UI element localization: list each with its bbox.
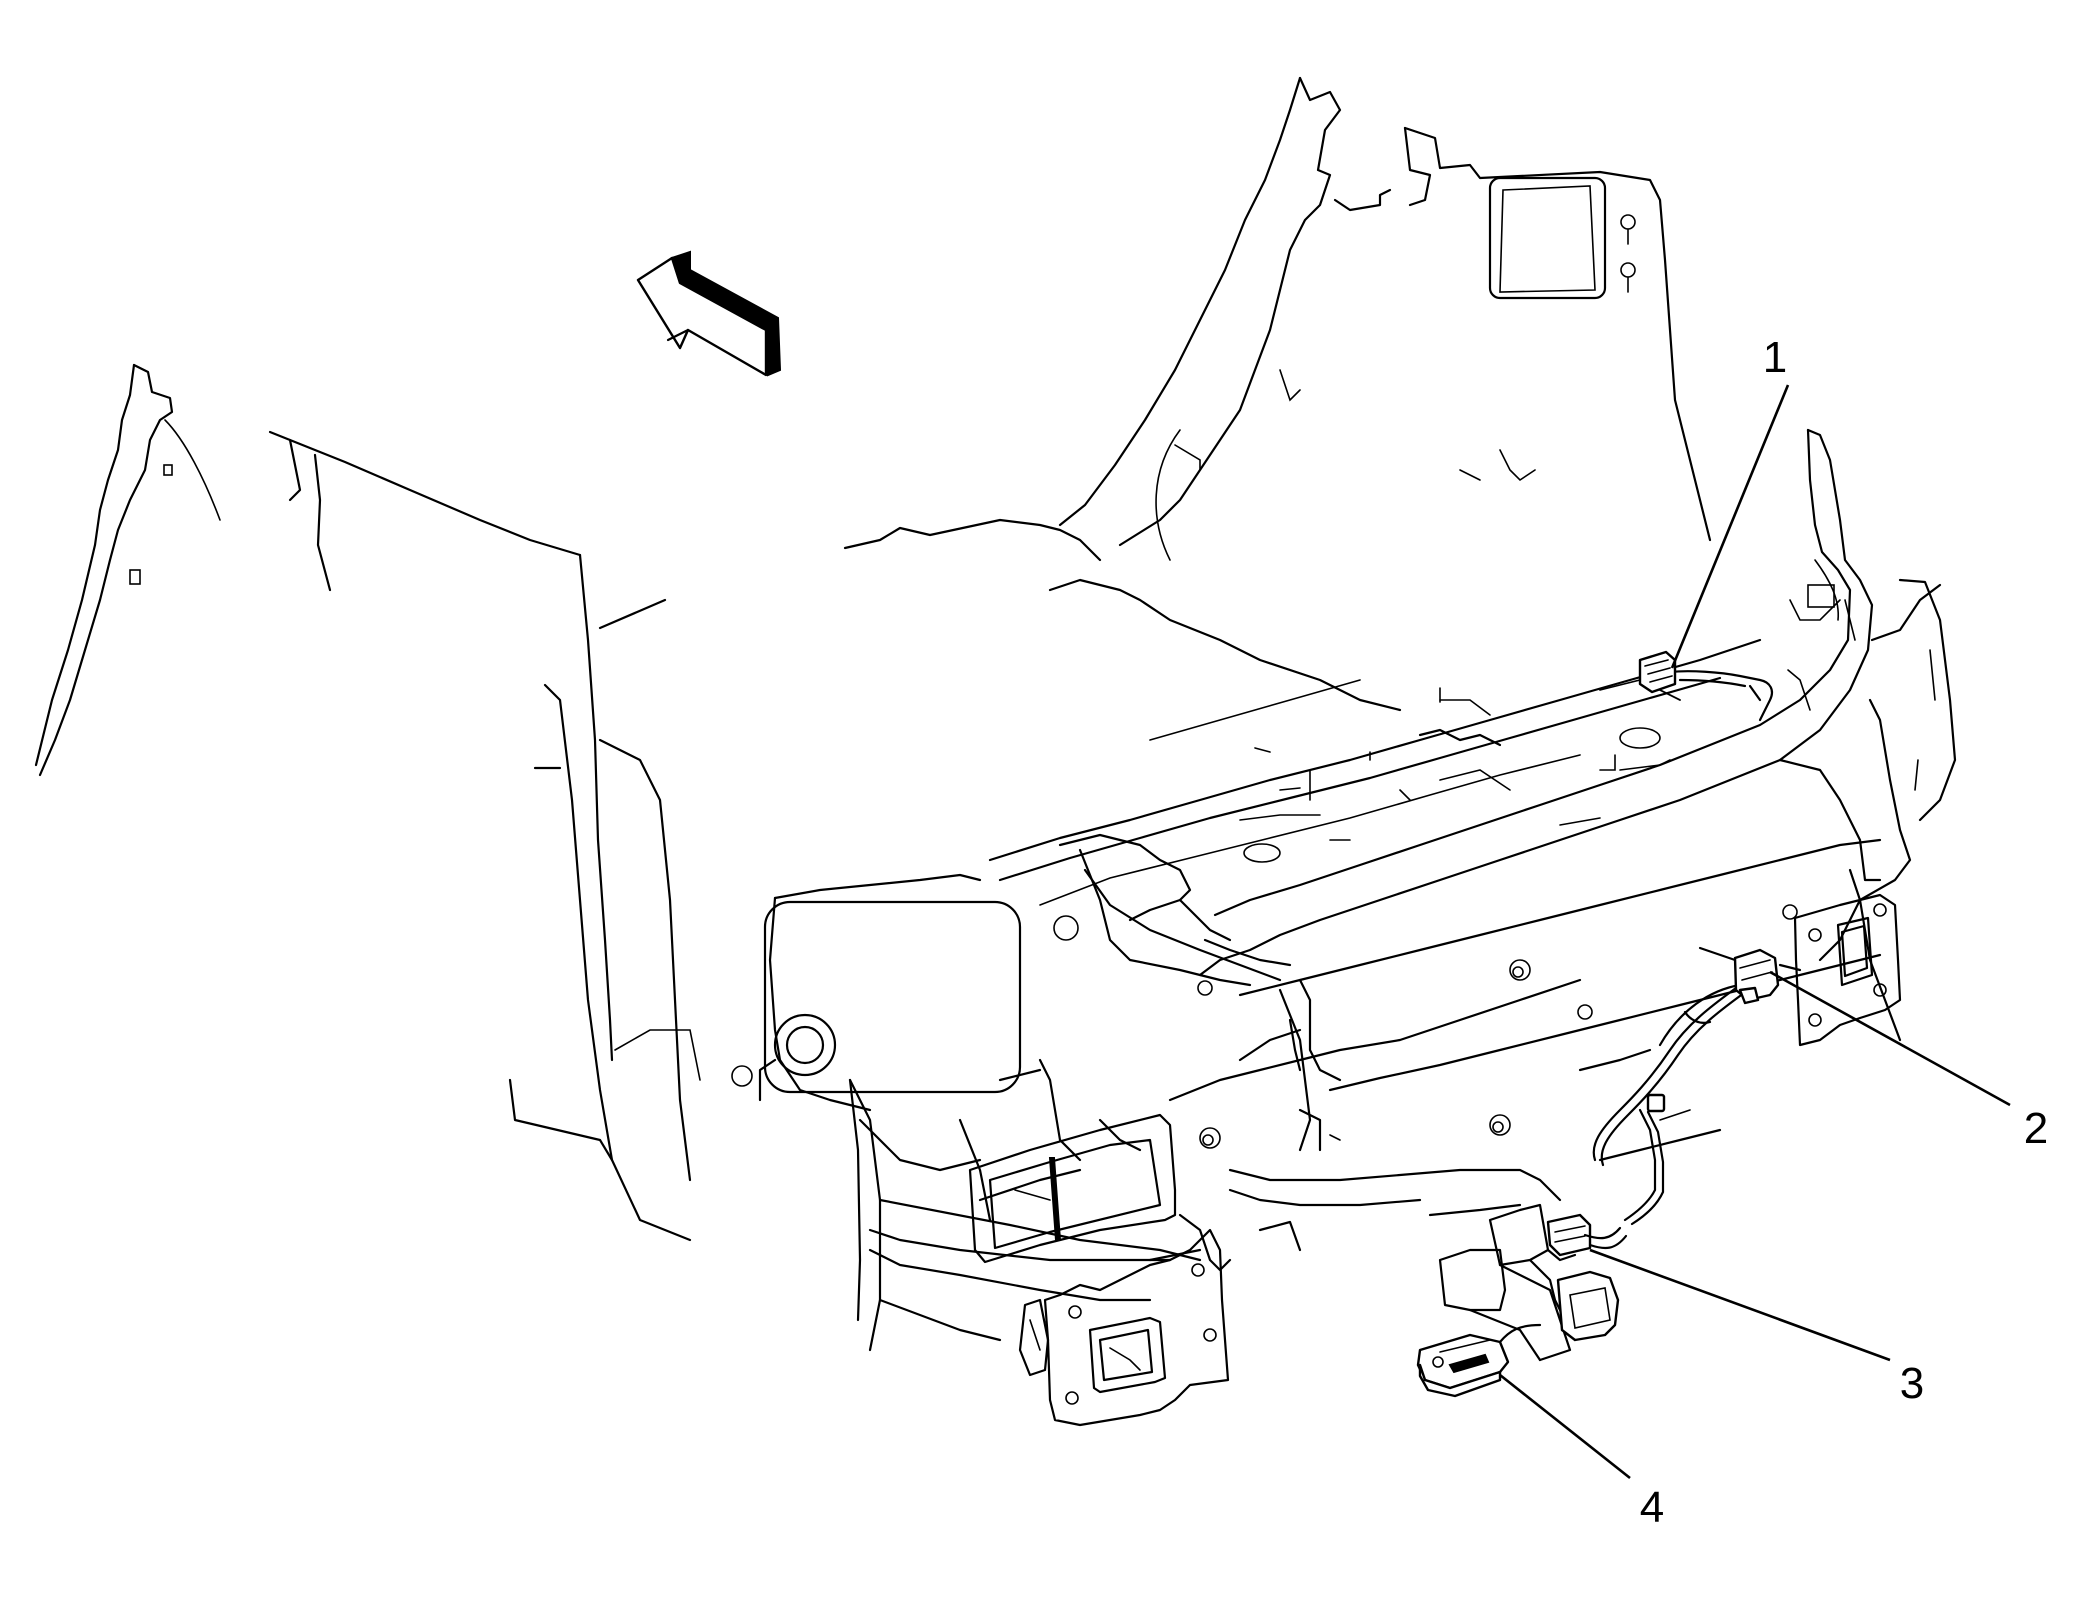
connector-4 [1416, 1323, 1542, 1398]
connector-3 [1546, 1213, 1628, 1257]
callout-2: 2 [2024, 1104, 2048, 1153]
rear-panel-center-section [1148, 978, 1582, 1272]
forward-arrow-icon [636, 250, 782, 377]
connector-1 [1638, 650, 1677, 694]
callout-1: 1 [1763, 333, 1787, 382]
callout-leader-3 [1589, 1248, 1891, 1362]
rear-end-panel-vertical [848, 1068, 1202, 1352]
left-quarter-panel-edge [34, 363, 221, 777]
left-hitch-bracket [1018, 1228, 1230, 1427]
right-quarter-panel [1778, 578, 1957, 962]
connector-2 [1698, 946, 1802, 1005]
callout-4: 4 [1640, 1483, 1664, 1532]
rear-end-panel-left-section [731, 873, 1798, 1302]
right-hitch-bracket [1793, 893, 1902, 1047]
callout-leader-2 [1769, 970, 2011, 1107]
rear-floor-crossmember [1058, 833, 1282, 987]
trailer-wiring-harness [1592, 960, 1770, 1226]
rear-panel-lamp-opening [968, 1113, 1177, 1264]
callout-3: 3 [1900, 1359, 1924, 1408]
rear-compartment-outer-wall [1058, 76, 1712, 547]
rear-compartment-floor [843, 369, 1762, 906]
left-inner-panel [268, 430, 701, 1242]
callout-leader-4 [1499, 1373, 1631, 1480]
callout-leader-1 [1670, 384, 1790, 669]
rear-impact-bar [1198, 428, 1874, 977]
connector-1-harness [1659, 670, 1774, 722]
hitch-receiver [1438, 1203, 1620, 1362]
